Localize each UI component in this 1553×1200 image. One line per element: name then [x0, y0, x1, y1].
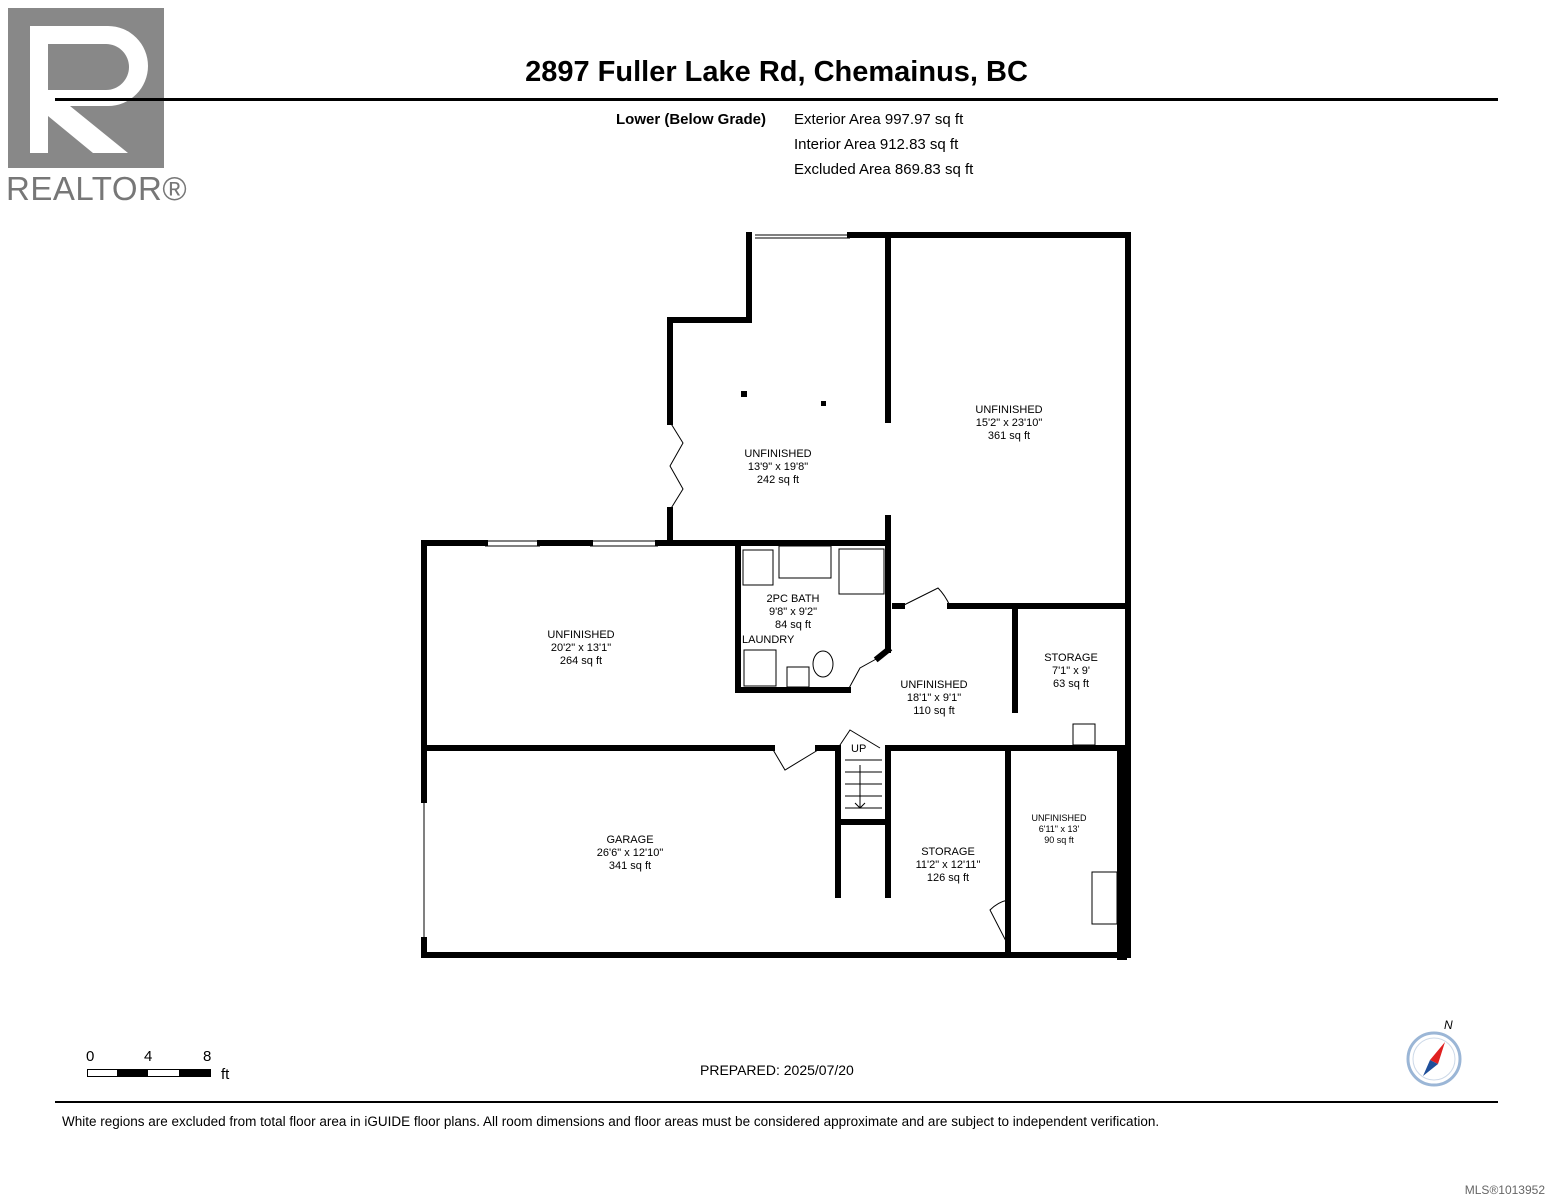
scale-tick-4: 4 — [144, 1048, 153, 1065]
level-label: Lower (Below Grade) — [616, 111, 767, 128]
exterior-area: Exterior Area 997.97 sq ft — [794, 111, 964, 128]
compass-icon — [1406, 1031, 1462, 1087]
realtor-logo-icon — [8, 8, 166, 173]
scale-tick-8: 8 — [203, 1048, 212, 1065]
footer-divider — [55, 1101, 1498, 1103]
laundry-label: LAUNDRY — [742, 634, 795, 646]
compass-north-label: N — [1444, 1018, 1453, 1032]
disclaimer: White regions are excluded from total fl… — [62, 1114, 1160, 1129]
interior-area: Interior Area 912.83 sq ft — [794, 136, 959, 153]
page-title: 2897 Fuller Lake Rd, Chemainus, BC — [525, 56, 1028, 88]
realtor-wordmark: REALTOR® — [6, 170, 188, 207]
prepared-date: PREPARED: 2025/07/20 — [700, 1062, 854, 1078]
scale-tick-0: 0 — [86, 1048, 95, 1065]
excluded-area: Excluded Area 869.83 sq ft — [794, 161, 974, 178]
header-divider — [55, 98, 1498, 101]
windows-doors — [423, 234, 1118, 946]
posts — [741, 391, 826, 406]
stairs-up-label: UP — [851, 743, 867, 755]
scale-unit: ft — [221, 1066, 230, 1083]
walls — [421, 232, 1131, 960]
mls-number: MLS®1013952 — [1464, 1183, 1545, 1197]
